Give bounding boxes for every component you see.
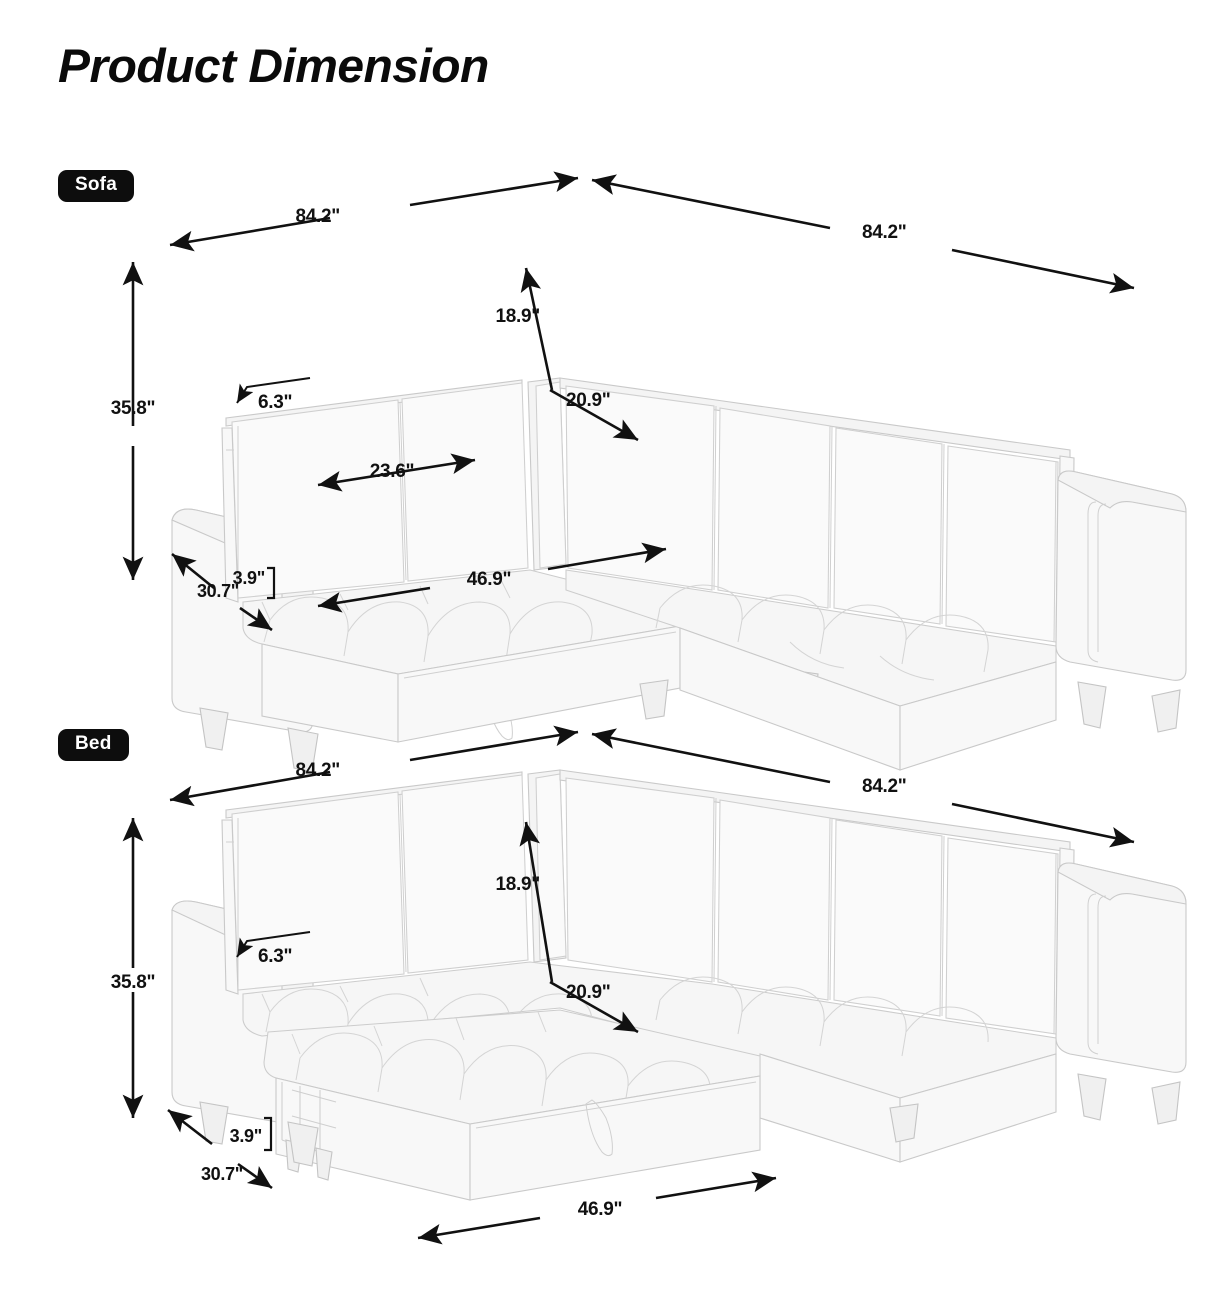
- dim-label-sofa-height: 35.8": [111, 398, 156, 419]
- section-badge-bed: Bed: [58, 729, 129, 761]
- dim-label-bed-width-left: 84.2": [296, 760, 341, 781]
- dim-label-bed-width-right: 84.2": [862, 776, 907, 797]
- dim-label-sofa-width-left: 84.2": [296, 206, 341, 227]
- section-badge-sofa: Sofa: [58, 170, 134, 202]
- dim-label-bed-depth: 30.7": [201, 1164, 243, 1184]
- dim-label-sofa-arm-width: 6.3": [258, 392, 292, 413]
- bed-diagram: 84.2" 84.2" 35.8" 18.9" 20.9" 6.3" 46.9": [0, 710, 1214, 1270]
- dim-label-sofa-leg-height: 3.9": [233, 568, 265, 588]
- dim-label-bed-height: 35.8": [111, 972, 156, 993]
- dim-label-bed-back-height: 18.9": [496, 874, 541, 895]
- sofa-diagram: 84.2" 84.2" 35.8" 18.9" 20.9" 6.3" 23.6": [0, 150, 1214, 773]
- dim-label-sofa-back-height: 18.9": [496, 306, 541, 327]
- dim-label-bed-seat-depth: 20.9": [566, 982, 611, 1003]
- dim-label-sofa-seat-length: 46.9": [467, 569, 512, 590]
- dim-label-sofa-width-right: 84.2": [862, 222, 907, 243]
- dim-label-sofa-seat-width: 23.6": [370, 461, 415, 482]
- dim-label-bed-leg-height: 3.9": [230, 1126, 262, 1146]
- dim-label-bed-length: 46.9": [578, 1199, 623, 1220]
- dim-label-sofa-seat-depth: 20.9": [566, 390, 611, 411]
- dim-label-bed-arm-width: 6.3": [258, 946, 292, 967]
- page-title: Product Dimension: [58, 39, 489, 92]
- dim-label-sofa-depth: 30.7": [197, 581, 239, 601]
